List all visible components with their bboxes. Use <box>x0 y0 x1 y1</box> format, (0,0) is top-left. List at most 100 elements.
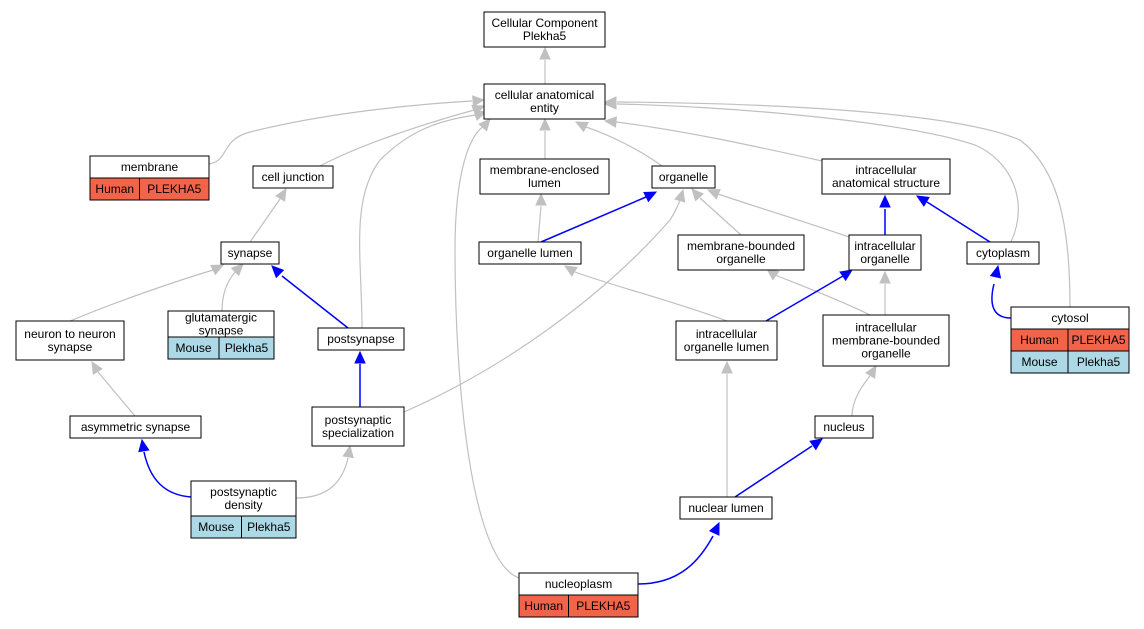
node-box <box>220 241 280 265</box>
edge-is-a <box>585 126 663 167</box>
edge-part-of <box>991 283 1012 319</box>
node-label: density <box>224 498 262 512</box>
node-label: nucleus <box>823 420 864 434</box>
node-label: synapse <box>48 340 93 354</box>
species-label: Human <box>95 182 134 196</box>
edge-arrowhead <box>603 116 617 128</box>
node-nucleus: nucleus <box>814 415 874 439</box>
species-label: Mouse <box>198 520 234 534</box>
node-label: organelle <box>659 170 709 184</box>
node-box <box>814 415 874 439</box>
node-label: neuron to neuron <box>24 327 115 341</box>
species-label: Mouse <box>1021 355 1057 369</box>
node-organelle-lumen: organelle lumen <box>478 241 582 265</box>
node-box <box>651 165 716 189</box>
edge-arrowhead <box>354 350 366 364</box>
edge-part-of <box>540 196 647 243</box>
node-box <box>317 327 405 351</box>
node-label: asymmetric synapse <box>81 420 191 434</box>
node-box <box>167 310 275 338</box>
edge-arrowhead <box>865 364 877 379</box>
edge-arrowhead <box>138 438 150 453</box>
node-box <box>848 234 922 271</box>
edge-arrowhead <box>275 187 287 202</box>
node-label: intracellular <box>696 327 757 341</box>
edge-part-of <box>281 275 349 329</box>
edge-arrowhead <box>210 264 225 276</box>
node-box <box>483 83 606 120</box>
edge-is-a <box>616 103 1019 243</box>
node-label: intracellular <box>854 239 915 253</box>
node-label: postsynapse <box>327 332 395 346</box>
node-label: nuclear lumen <box>688 501 763 515</box>
edge-is-a <box>319 109 475 167</box>
node-label: postsynaptic <box>210 485 277 499</box>
edge-is-a <box>249 198 281 243</box>
edge-is-a <box>616 101 1071 308</box>
node-label: cellular anatomical <box>495 88 594 102</box>
node-label: glutamatergic <box>185 311 257 325</box>
edge-arrowhead <box>539 117 551 131</box>
node-postsynapse: postsynapse <box>317 327 405 351</box>
annotation-row-human: Human PLEKHA5 <box>518 594 639 618</box>
node-box <box>677 234 805 271</box>
node-box <box>479 158 610 195</box>
edge-arrowhead <box>989 264 1002 279</box>
node-label: intracellular <box>855 163 916 177</box>
edge-arrowhead <box>879 194 891 208</box>
node-box <box>15 320 125 361</box>
node-cytoplasm: cytoplasm <box>966 241 1040 265</box>
gene-cell <box>1067 350 1130 374</box>
node-label: membrane <box>121 160 179 174</box>
gene-label: PLEKHA5 <box>576 599 630 613</box>
edge-arrowhead <box>643 191 658 203</box>
edge-is-a <box>615 121 823 162</box>
node-label: cell junction <box>262 170 325 184</box>
node-label: membrane-bounded <box>687 239 795 253</box>
edge-is-a <box>403 199 681 413</box>
node-label: synapse <box>199 324 244 338</box>
edge-is-a <box>69 269 214 322</box>
edge-is-a <box>295 457 349 499</box>
gene-cell <box>241 515 297 539</box>
node-label: intracellular <box>855 321 916 335</box>
node-label: cytoplasm <box>976 246 1030 260</box>
node-label: Cellular Component <box>491 16 598 30</box>
node-organelle: organelle <box>651 165 716 189</box>
node-label: anatomical structure <box>832 176 940 190</box>
edge-part-of <box>143 451 192 498</box>
species-label: Human <box>1020 333 1059 347</box>
edge-arrowhead <box>603 96 617 108</box>
node-label: cytosol <box>1051 311 1088 325</box>
node-box <box>679 496 773 520</box>
gene-label: Plekha5 <box>247 520 291 534</box>
species-label: Human <box>524 599 563 613</box>
species-label: Mouse <box>175 341 211 355</box>
edge-part-of <box>765 275 844 322</box>
edge-is-a <box>574 271 728 322</box>
edge-arrowhead <box>721 360 733 374</box>
edge-arrowhead <box>839 269 854 282</box>
edge-arrowhead <box>574 121 589 133</box>
node-label: organelle <box>861 347 911 361</box>
edge-is-a <box>359 114 477 329</box>
edge-arrowhead <box>766 268 780 281</box>
edge-is-a <box>208 100 473 165</box>
node-label: nucleoplasm <box>545 577 612 591</box>
node-label: synapse <box>228 246 273 260</box>
edge-arrowhead <box>674 188 686 203</box>
